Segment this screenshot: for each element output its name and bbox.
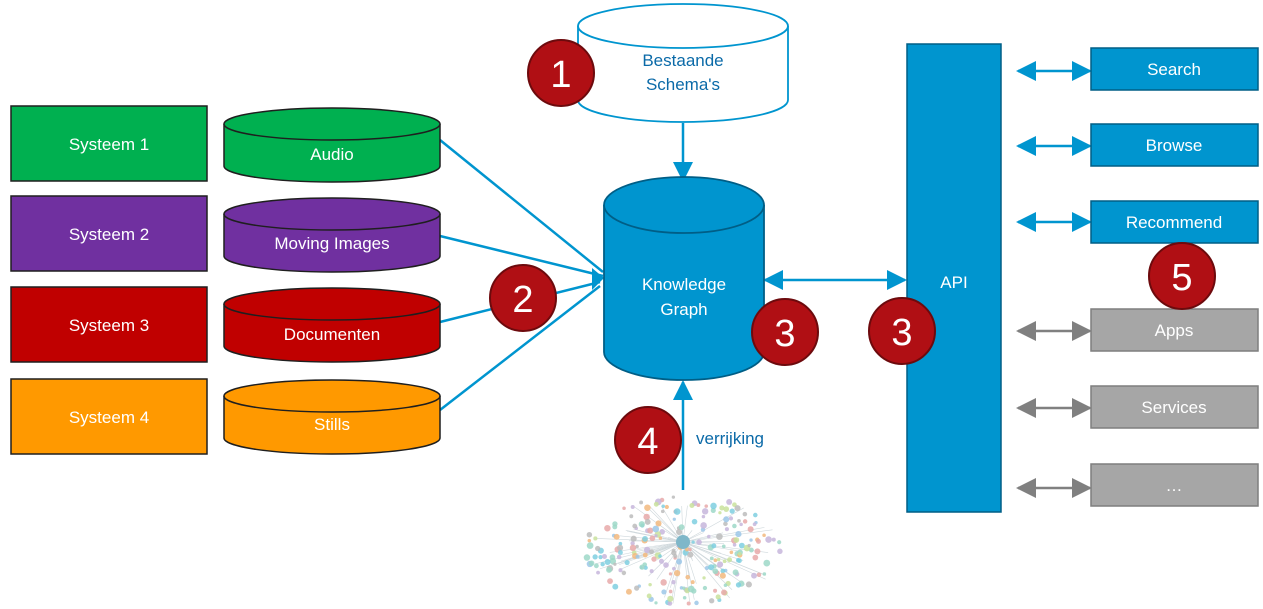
api-block: API <box>906 43 1002 513</box>
badge-1-text: 1 <box>550 54 571 96</box>
badge-2: 2 <box>489 264 557 332</box>
system-1-label: Systeem 1 <box>69 135 149 154</box>
moving-images-label: Moving Images <box>274 234 389 253</box>
system-3-label: Systeem 3 <box>69 316 149 335</box>
badge-3-api-text: 3 <box>891 312 912 354</box>
system-4-label: Systeem 4 <box>69 408 149 427</box>
system-2-label: Systeem 2 <box>69 225 149 244</box>
badge-3-graph: 3 <box>751 298 819 366</box>
documenten-db: Documenten <box>223 287 441 363</box>
badge-1: 1 <box>527 39 595 107</box>
api-label: API <box>940 273 967 292</box>
apps-label: Apps <box>1155 321 1194 340</box>
stills-db: Stills <box>223 379 441 455</box>
services-box: Services <box>1090 385 1259 429</box>
documenten-label: Documenten <box>284 325 380 344</box>
badge-3-api: 3 <box>868 297 936 365</box>
badge-2-text: 2 <box>512 279 533 321</box>
badge-5-text: 5 <box>1171 257 1192 299</box>
schemas-db: Bestaande Schema's <box>577 3 789 123</box>
apps-box: Apps <box>1090 308 1259 352</box>
system-3-box: Systeem 3 <box>10 286 208 363</box>
knowledge-graph-db: Knowledge Graph <box>603 176 765 381</box>
badge-5: 5 <box>1148 242 1216 310</box>
system-2-box: Systeem 2 <box>10 195 208 272</box>
schemas-label-line2: Schema's <box>646 75 720 94</box>
recommend-box: Recommend <box>1090 200 1259 244</box>
audio-db: Audio <box>223 107 441 183</box>
recommend-label: Recommend <box>1126 213 1222 232</box>
more-label: … <box>1166 476 1183 495</box>
browse-label: Browse <box>1146 136 1203 155</box>
search-label: Search <box>1147 60 1201 79</box>
linked-data-cloud-image <box>583 495 783 606</box>
services-label: Services <box>1141 398 1206 417</box>
system-1-box: Systeem 1 <box>10 105 208 182</box>
badge-4-text: 4 <box>637 421 658 463</box>
consumer-connectors <box>1016 61 1092 498</box>
badge-3-graph-text: 3 <box>774 313 795 355</box>
enrichment-label: verrijking <box>696 429 764 448</box>
knowledge-graph-line1: Knowledge <box>642 275 726 294</box>
schemas-label-line1: Bestaande <box>642 51 723 70</box>
system-4-box: Systeem 4 <box>10 378 208 455</box>
moving-images-db: Moving Images <box>223 197 441 273</box>
more-box: … <box>1090 463 1259 507</box>
search-box: Search <box>1090 47 1259 91</box>
badge-4: 4 <box>614 406 682 474</box>
browse-box: Browse <box>1090 123 1259 167</box>
audio-label: Audio <box>310 145 353 164</box>
knowledge-graph-line2: Graph <box>660 300 707 319</box>
stills-label: Stills <box>314 415 350 434</box>
